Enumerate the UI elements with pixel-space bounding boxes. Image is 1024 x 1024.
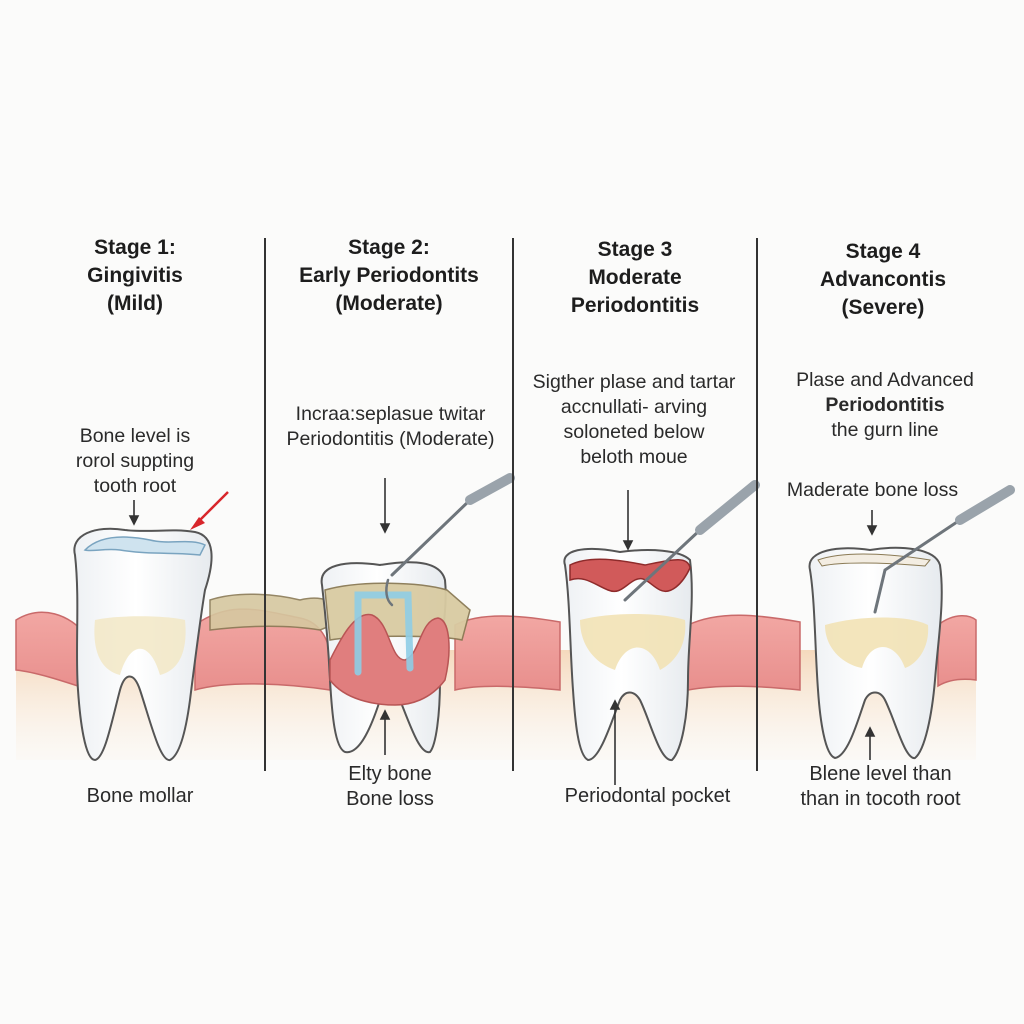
- tooth-stage-1: [73, 527, 213, 762]
- dental-probe-icon: [623, 480, 760, 602]
- red-arrow-icon: [190, 491, 229, 530]
- stage-4-title: Stage 4 Advancontis (Severe): [819, 240, 947, 319]
- column-divider: [756, 238, 758, 771]
- stage-3-note: Sigther plase and tartar accnullati- arv…: [532, 371, 736, 468]
- stage-4-note: Plase and Advanced Periodontitis the gur…: [796, 369, 974, 441]
- tooth-stage-4: [808, 546, 943, 760]
- stage-3-caption: Periodontal pocket: [564, 785, 731, 807]
- stage-1-caption: Bone mollar: [86, 785, 194, 807]
- dental-probe-icon: [385, 473, 515, 607]
- stage-4-caption: Blene level than than in tocoth root: [800, 763, 961, 810]
- stage-1-title: Stage 1: Gingivitis (Mild): [87, 236, 183, 315]
- stage-4-bone-loss-label: Maderate bone loss: [786, 479, 959, 501]
- stage-2-title: Stage 2: Early Periodontits (Moderate): [299, 236, 479, 315]
- dental-probe-icon: [873, 485, 1015, 614]
- stage-2-note: Incraa:seplasue twitar Periodontitis (Mo…: [286, 403, 495, 450]
- column-divider: [512, 238, 514, 771]
- column-divider: [264, 238, 266, 771]
- stage-3-title: Stage 3 Moderate Periodontitis: [570, 238, 700, 317]
- stage-2-caption: Elty bone Bone loss: [346, 763, 434, 810]
- tooth-stage-2: [209, 561, 471, 754]
- stage-1-note: Bone level is rorol suppting tooth root: [75, 425, 195, 497]
